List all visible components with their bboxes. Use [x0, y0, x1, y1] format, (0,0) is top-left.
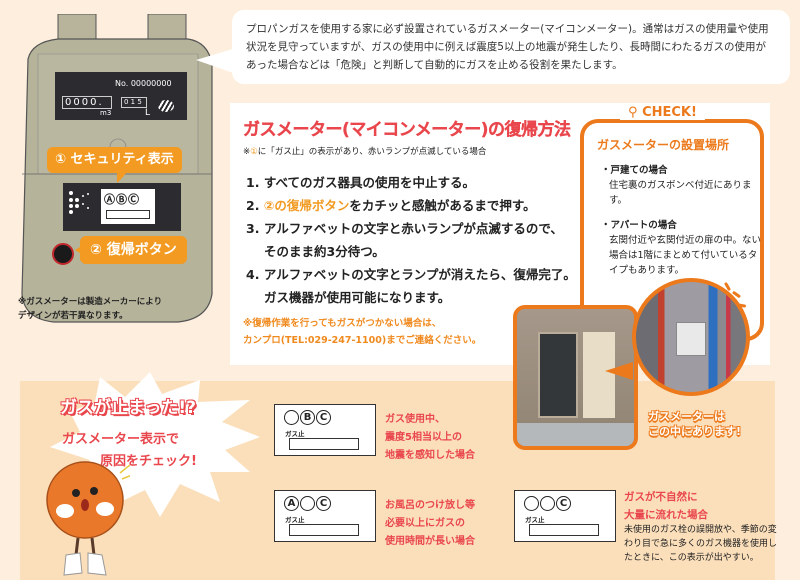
security-letters: ⒶⒷⒸ: [104, 193, 140, 206]
excess-flow-title: ガスが不自然に大量に流れた場合: [624, 491, 708, 521]
photo-caption: ガスメーターは この中にあります!: [648, 410, 742, 438]
check-body: ・戸建ての場合 住宅裏のガスボンベ付近にあります。 ・アパートの場合 玄関付近や…: [601, 165, 762, 276]
meter-small-counter: 0 1 5: [121, 97, 147, 108]
check-label: ⚲ CHECK!: [620, 105, 705, 120]
meter-counter: 0000.: [62, 96, 112, 109]
earthquake-description: ガス使用中、震度5相当以上の地震を感知した場合: [385, 414, 475, 461]
recovery-steps-list: 1. すべてのガス器具の使用を中止する。 2. ②の復帰ボタンをカチッと感触があ…: [246, 171, 576, 309]
long-usage-description: お風呂のつけ放し等必要以上にガスの使用時間が長い場合: [385, 500, 475, 547]
step-1: 1. すべてのガス器具の使用を中止する。: [246, 175, 475, 190]
security-display-callout: ① セキュリティ表示: [47, 147, 182, 183]
step-4-continued: ガス機器が使用可能になります。: [264, 290, 451, 305]
recovery-method-title: ガスメーター(マイコンメーター)の復帰方法: [243, 120, 571, 140]
zoom-pointer: [605, 362, 633, 380]
apartment-door-photo: [513, 305, 638, 450]
excess-flow-detail: 未使用のガス栓の誤開放や、季節の変わり目で急に多くのガス機器を使用したときに、こ…: [624, 525, 778, 563]
reset-button-callout: ② 復帰ボタン: [75, 236, 187, 264]
meter-unit-m3: m3: [100, 109, 112, 117]
magnifier-icon: ⚲: [628, 105, 638, 120]
check-title: ガスメーターの設置場所: [597, 138, 730, 152]
step-4: 4. アルファベットの文字とランプが消えたら、復帰完了。: [246, 267, 576, 282]
step-3: 3. アルファベットの文字と赤いランプが点滅するので、: [246, 221, 563, 236]
security-status-bar: [106, 210, 150, 219]
mascot-character: [46, 461, 130, 576]
step-2: 2. ②の復帰ボタンをカチッと感触があるまで押す。: [246, 198, 536, 213]
contact-note: ※復帰作業を行ってもガスがつかない場合は、 カンプロ(TEL:029-247-1…: [243, 315, 481, 349]
step-3-continued: そのまま約3分待つ。: [264, 244, 385, 259]
contact-phone: カンプロ(TEL:029-247-1100)までご連絡ください。: [243, 335, 482, 346]
flow-indicator-icon: [158, 100, 174, 112]
meter-closeup-photo: [632, 278, 750, 396]
intro-text: プロパンガスを使用する家に必ず設置されているガスメーター(マイコンメーター)。通…: [232, 10, 790, 84]
meter-unit-liter: L: [145, 108, 151, 118]
meter-serial-number: No. 00000000: [115, 79, 172, 88]
intro-bubble-tail: [196, 48, 236, 74]
status-card-excess-flow: C ガス止: [514, 490, 616, 542]
reset-button-illustration: [52, 243, 74, 265]
meter-design-note: ※ガスメーターは製造メーカーにより デザインが若干異なります。: [18, 297, 163, 321]
gas-meter-in-photo: [676, 322, 706, 356]
door: [538, 332, 578, 418]
check-cause-subtitle: ガスメーター表示で 原因をチェック!: [62, 432, 197, 469]
gas-stopped-title: ガスが止まった!?: [60, 398, 196, 418]
led-dots-icon: [69, 191, 89, 214]
recovery-condition-note: ※①に「ガス止」の表示があり、赤いランプが点滅している場合: [243, 147, 487, 157]
